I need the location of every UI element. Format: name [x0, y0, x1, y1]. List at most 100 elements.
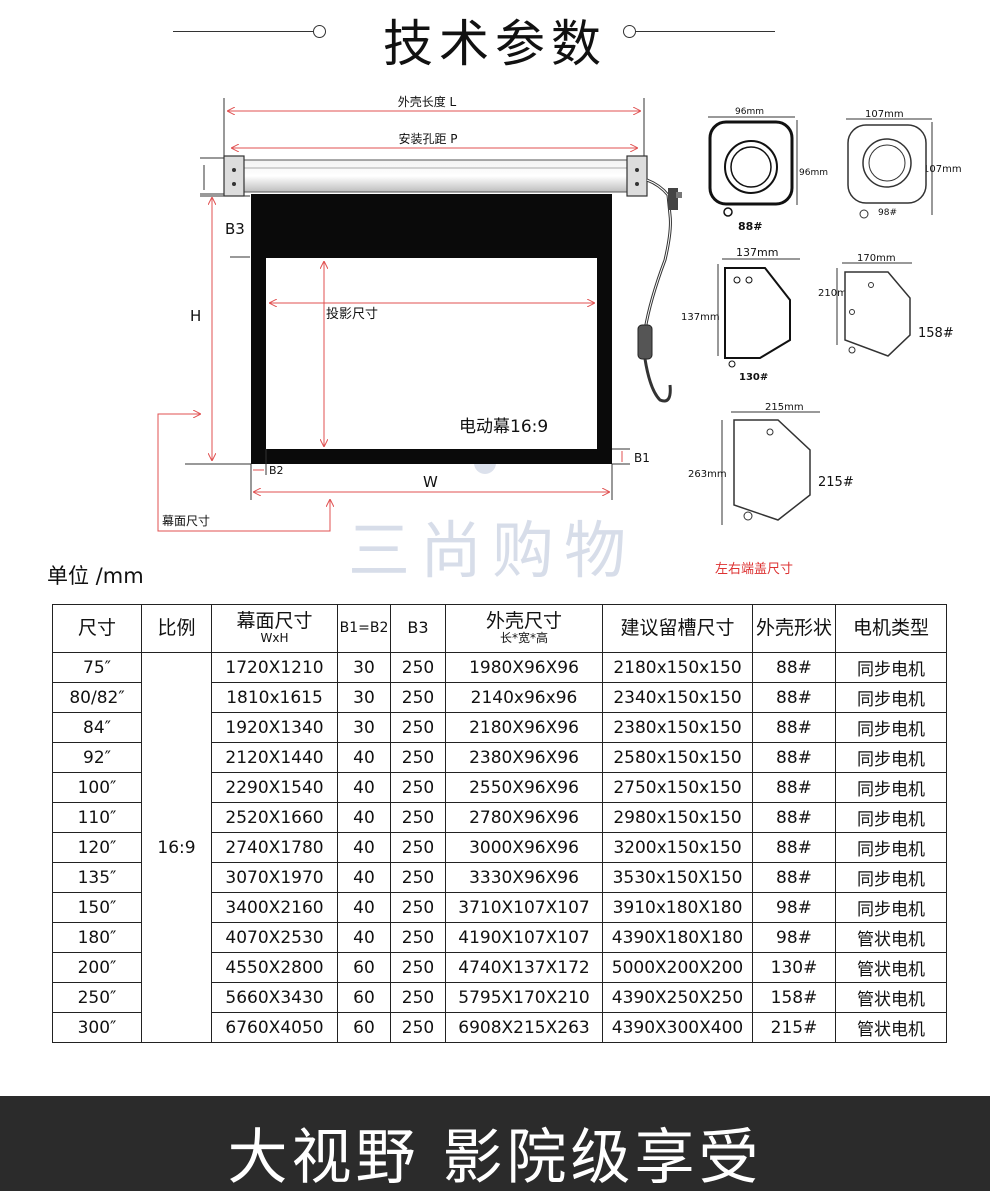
cell-shell: 3330X96X96: [445, 862, 603, 893]
b1-label: B1: [634, 451, 650, 465]
cell-size: 135″: [52, 862, 142, 893]
cell-screen: 2740X1780: [211, 832, 338, 863]
cell-slot: 2340x150x150: [602, 682, 753, 713]
cell-b3: 250: [390, 922, 446, 953]
cell-size: 84″: [52, 712, 142, 743]
cell-motor: 同步电机: [835, 742, 947, 773]
cell-b1b2: 40: [337, 892, 391, 923]
endcap-215: 215mm 263mm 215#: [688, 402, 854, 525]
cell-shape: 88#: [752, 772, 836, 803]
header-size: 尺寸: [52, 604, 142, 653]
cell-slot: 3910x180X180: [602, 892, 753, 923]
cell-b1b2: 30: [337, 712, 391, 743]
cell-screen: 5660X3430: [211, 982, 338, 1013]
cell-b1b2: 30: [337, 652, 391, 683]
cell-screen: 2290X1540: [211, 772, 338, 803]
title-line-right: [635, 31, 775, 32]
cell-b3: 250: [390, 802, 446, 833]
cell-size: 200″: [52, 952, 142, 983]
cell-shell: 3000X96X96: [445, 832, 603, 863]
endcap-98-width: 107mm: [865, 109, 904, 120]
cell-b3: 250: [390, 712, 446, 743]
endcap-158-width: 170mm: [857, 253, 896, 264]
cell-shape: 215#: [752, 1012, 836, 1043]
header-screen-sub: WxH: [260, 631, 289, 646]
cell-shape: 88#: [752, 712, 836, 743]
cell-b3: 250: [390, 652, 446, 683]
bottom-title: 大视野 影院级享受: [227, 1123, 763, 1193]
page-title: 技术参数: [383, 15, 607, 73]
cell-slot: 4390X180X180: [602, 922, 753, 953]
watermark-text: 三尚购物: [348, 514, 637, 587]
cell-b3: 250: [390, 892, 446, 923]
cell-size: 180″: [52, 922, 142, 953]
shell-length-label: 外壳长度 L: [398, 94, 457, 109]
cell-shell: 4740X137X172: [445, 952, 603, 983]
endcap-215-id: 215#: [818, 475, 854, 490]
cell-motor: 同步电机: [835, 652, 947, 683]
cell-slot: 2380x150x150: [602, 712, 753, 743]
cell-screen: 3070X1970: [211, 862, 338, 893]
cell-screen: 1920X1340: [211, 712, 338, 743]
cell-slot: 2180x150x150: [602, 652, 753, 683]
cell-shape: 88#: [752, 742, 836, 773]
spec-table: 尺寸 比例 幕面尺寸 WxH B1=B2 B3 外壳尺寸 长*宽*高 建议留槽尺…: [52, 604, 947, 1043]
header-motor: 电机类型: [835, 604, 947, 653]
endcap-130: 137mm 137mm 130#: [681, 246, 800, 383]
cell-b1b2: 60: [337, 1012, 391, 1043]
title-line-left: [173, 31, 313, 32]
title-circle-left: [313, 25, 326, 38]
cell-b3: 250: [390, 862, 446, 893]
endcap-88-height: 96mm: [799, 168, 828, 178]
mount-pitch-label: 安装孔距 P: [398, 131, 457, 146]
header-shell-sub: 长*宽*高: [499, 631, 548, 646]
cell-screen: 4070X2530: [211, 922, 338, 953]
endcap-98-height: 107mm: [923, 164, 962, 175]
cell-screen: 1720X1210: [211, 652, 338, 683]
cell-slot: 5000X200X200: [602, 952, 753, 983]
endcap-130-id: 130#: [739, 372, 768, 383]
cell-shape: 88#: [752, 862, 836, 893]
cell-size: 75″: [52, 652, 142, 683]
cell-size: 80/82″: [52, 682, 142, 713]
cell-b1b2: 40: [337, 742, 391, 773]
header-b1b2: B1=B2: [337, 604, 391, 653]
endcap-130-width: 137mm: [736, 246, 778, 259]
header-screen: 幕面尺寸 WxH: [211, 604, 338, 653]
cell-shape: 88#: [752, 682, 836, 713]
cell-motor: 管状电机: [835, 1012, 947, 1043]
cell-size: 250″: [52, 982, 142, 1013]
cell-shell: 5795X170X210: [445, 982, 603, 1013]
cell-slot: 4390X300X400: [602, 1012, 753, 1043]
w-label: W: [423, 473, 438, 491]
cell-motor: 同步电机: [835, 682, 947, 713]
endcap-130-height: 137mm: [681, 312, 720, 323]
screen-type-label: 电动幕16:9: [459, 417, 548, 437]
header-shell-main: 外壳尺寸: [485, 610, 562, 633]
cell-screen: 2520X1660: [211, 802, 338, 833]
cell-shell: 6908X215X263: [445, 1012, 603, 1043]
projection-label: 投影尺寸: [326, 306, 378, 322]
cell-b1b2: 40: [337, 772, 391, 803]
endcap-88: 96mm 96mm 88#: [708, 107, 828, 233]
endcap-88-width: 96mm: [735, 107, 764, 117]
cell-shell: 1980X96X96: [445, 652, 603, 683]
cell-shell: 2180X96X96: [445, 712, 603, 743]
cell-shape: 88#: [752, 652, 836, 683]
endcap-caption: 左右端盖尺寸: [715, 562, 794, 577]
header-screen-main: 幕面尺寸: [236, 610, 313, 633]
endcap-158-height: 210mm: [818, 288, 857, 299]
cell-b3: 250: [390, 742, 446, 773]
cell-shell: 2380X96X96: [445, 742, 603, 773]
cell-ratio: 16:9: [141, 652, 212, 1043]
header-shell: 外壳尺寸 长*宽*高: [445, 604, 603, 653]
cell-shape: 88#: [752, 802, 836, 833]
cell-b1b2: 40: [337, 922, 391, 953]
cell-screen: 6760X4050: [211, 1012, 338, 1043]
